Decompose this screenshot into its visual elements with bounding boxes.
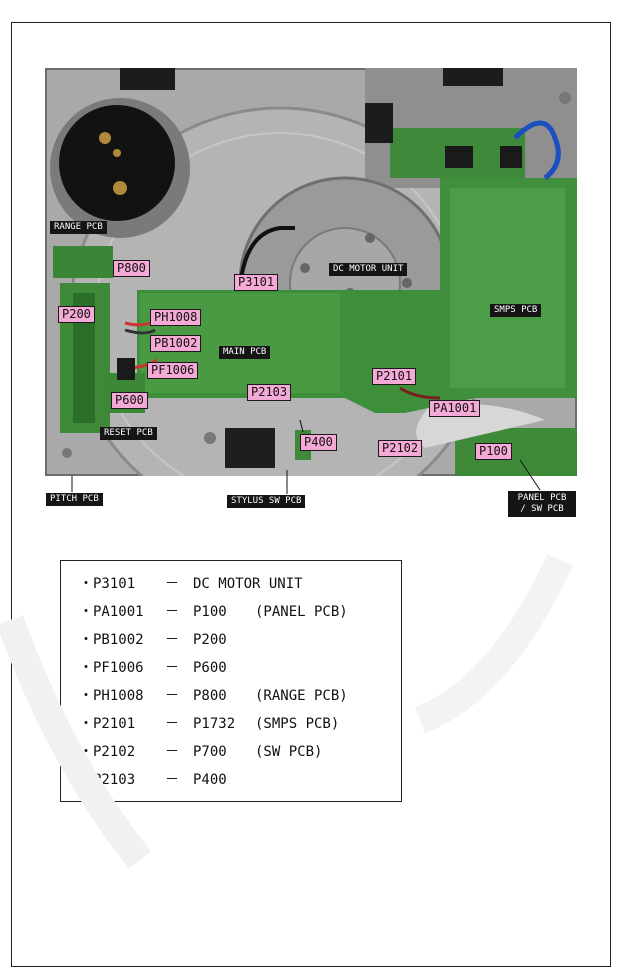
label-range-pcb: RANGE PCB [50, 221, 107, 234]
label-p400: P400 [300, 434, 337, 451]
label-panel-pcb-line2: / SW PCB [520, 504, 564, 514]
legend-row: ・P2101－P1732(SMPS PCB) [79, 716, 340, 732]
page-frame [11, 22, 611, 967]
label-pa1001: PA1001 [429, 400, 481, 417]
label-smps-pcb: SMPS PCB [490, 304, 542, 317]
legend-row: ・P3101－DC MOTOR UNIT [79, 576, 303, 592]
label-panel-sw-pcb: PANEL PCB / SW PCB [508, 491, 576, 517]
legend-row: ・PH1008－P800(RANGE PCB) [79, 688, 348, 704]
label-panel-pcb-line1: PANEL PCB [517, 493, 567, 503]
connection-legend: ・P3101－DC MOTOR UNIT ・PA1001－P100(PANEL … [60, 560, 402, 802]
label-pb1002: PB1002 [150, 335, 202, 352]
label-reset-pcb: RESET PCB [100, 427, 157, 440]
label-pf1006: PF1006 [147, 362, 199, 379]
label-p100: P100 [475, 443, 512, 460]
label-pitch-pcb: PITCH PCB [46, 493, 103, 506]
legend-row: ・PF1006－P600 [79, 660, 227, 676]
label-dc-motor-unit: DC MOTOR UNIT [329, 263, 408, 276]
label-p800: P800 [113, 260, 150, 277]
label-p600: P600 [111, 392, 148, 409]
label-p2103: P2103 [247, 384, 292, 401]
label-stylus-sw-pcb: STYLUS SW PCB [227, 495, 306, 508]
label-ph1008: PH1008 [150, 309, 202, 326]
legend-row: ・P2103－P400 [79, 772, 227, 788]
label-p2102: P2102 [378, 440, 423, 457]
legend-row: ・PA1001－P100(PANEL PCB) [79, 604, 348, 620]
label-p200: P200 [58, 306, 95, 323]
label-p3101: P3101 [234, 274, 279, 291]
label-main-pcb: MAIN PCB [219, 346, 271, 359]
legend-row: ・P2102－P700(SW PCB) [79, 744, 323, 760]
legend-row: ・PB1002－P200 [79, 632, 227, 648]
label-p2101: P2101 [372, 368, 417, 385]
